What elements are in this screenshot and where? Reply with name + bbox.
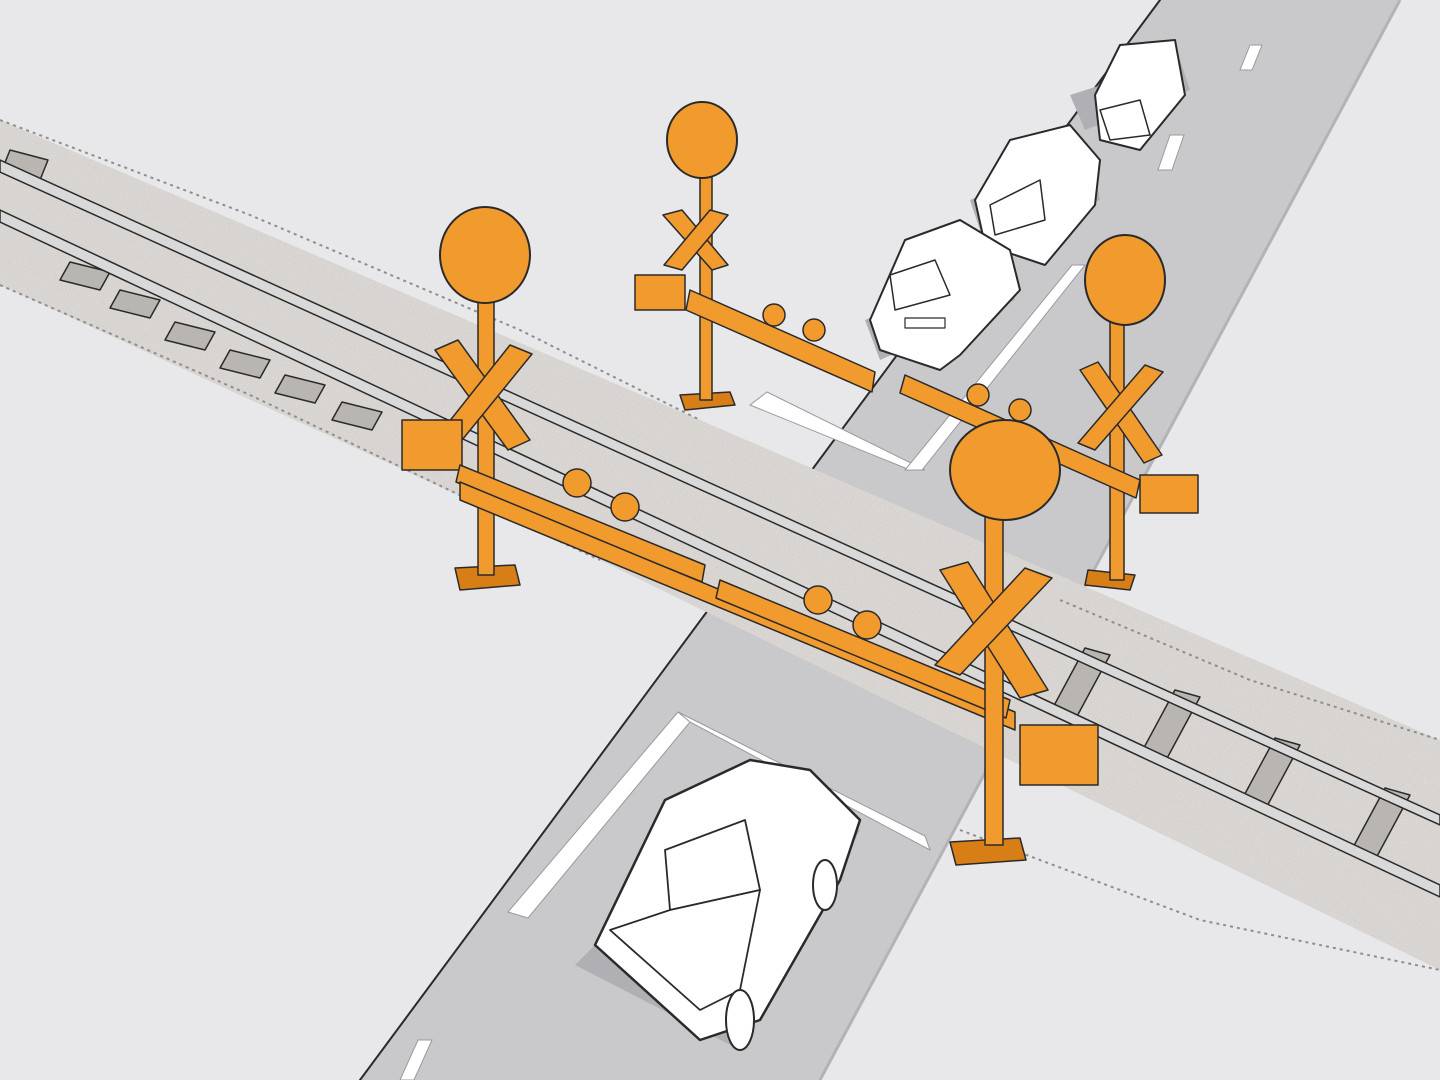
gate-light xyxy=(1008,398,1032,422)
signal-disc xyxy=(439,206,531,304)
gate-light xyxy=(562,468,592,498)
gate-light xyxy=(610,492,640,522)
vehicle-far-2 xyxy=(970,124,1101,266)
crossing-signal-far-left xyxy=(634,101,738,411)
gate-arm-near-right xyxy=(715,579,1011,719)
gate-light xyxy=(803,585,833,615)
vehicle-near-pickup xyxy=(575,758,862,1051)
gate-arm-far-left xyxy=(685,289,876,393)
gate-light xyxy=(762,303,786,327)
signal-disc xyxy=(666,101,738,179)
stop-line-far xyxy=(749,391,926,471)
crossing-signal-far-right xyxy=(1077,234,1199,591)
signal-disc xyxy=(1084,234,1166,326)
crossing-signal-near-right xyxy=(934,419,1099,866)
vehicle-far-3 xyxy=(1070,39,1190,151)
lane-dashes xyxy=(399,44,1263,1080)
gate-light xyxy=(802,318,826,342)
gate-light xyxy=(966,383,990,407)
gate-light xyxy=(852,610,882,640)
signal-disc xyxy=(949,419,1061,521)
vehicle-far-1 xyxy=(865,219,1021,371)
